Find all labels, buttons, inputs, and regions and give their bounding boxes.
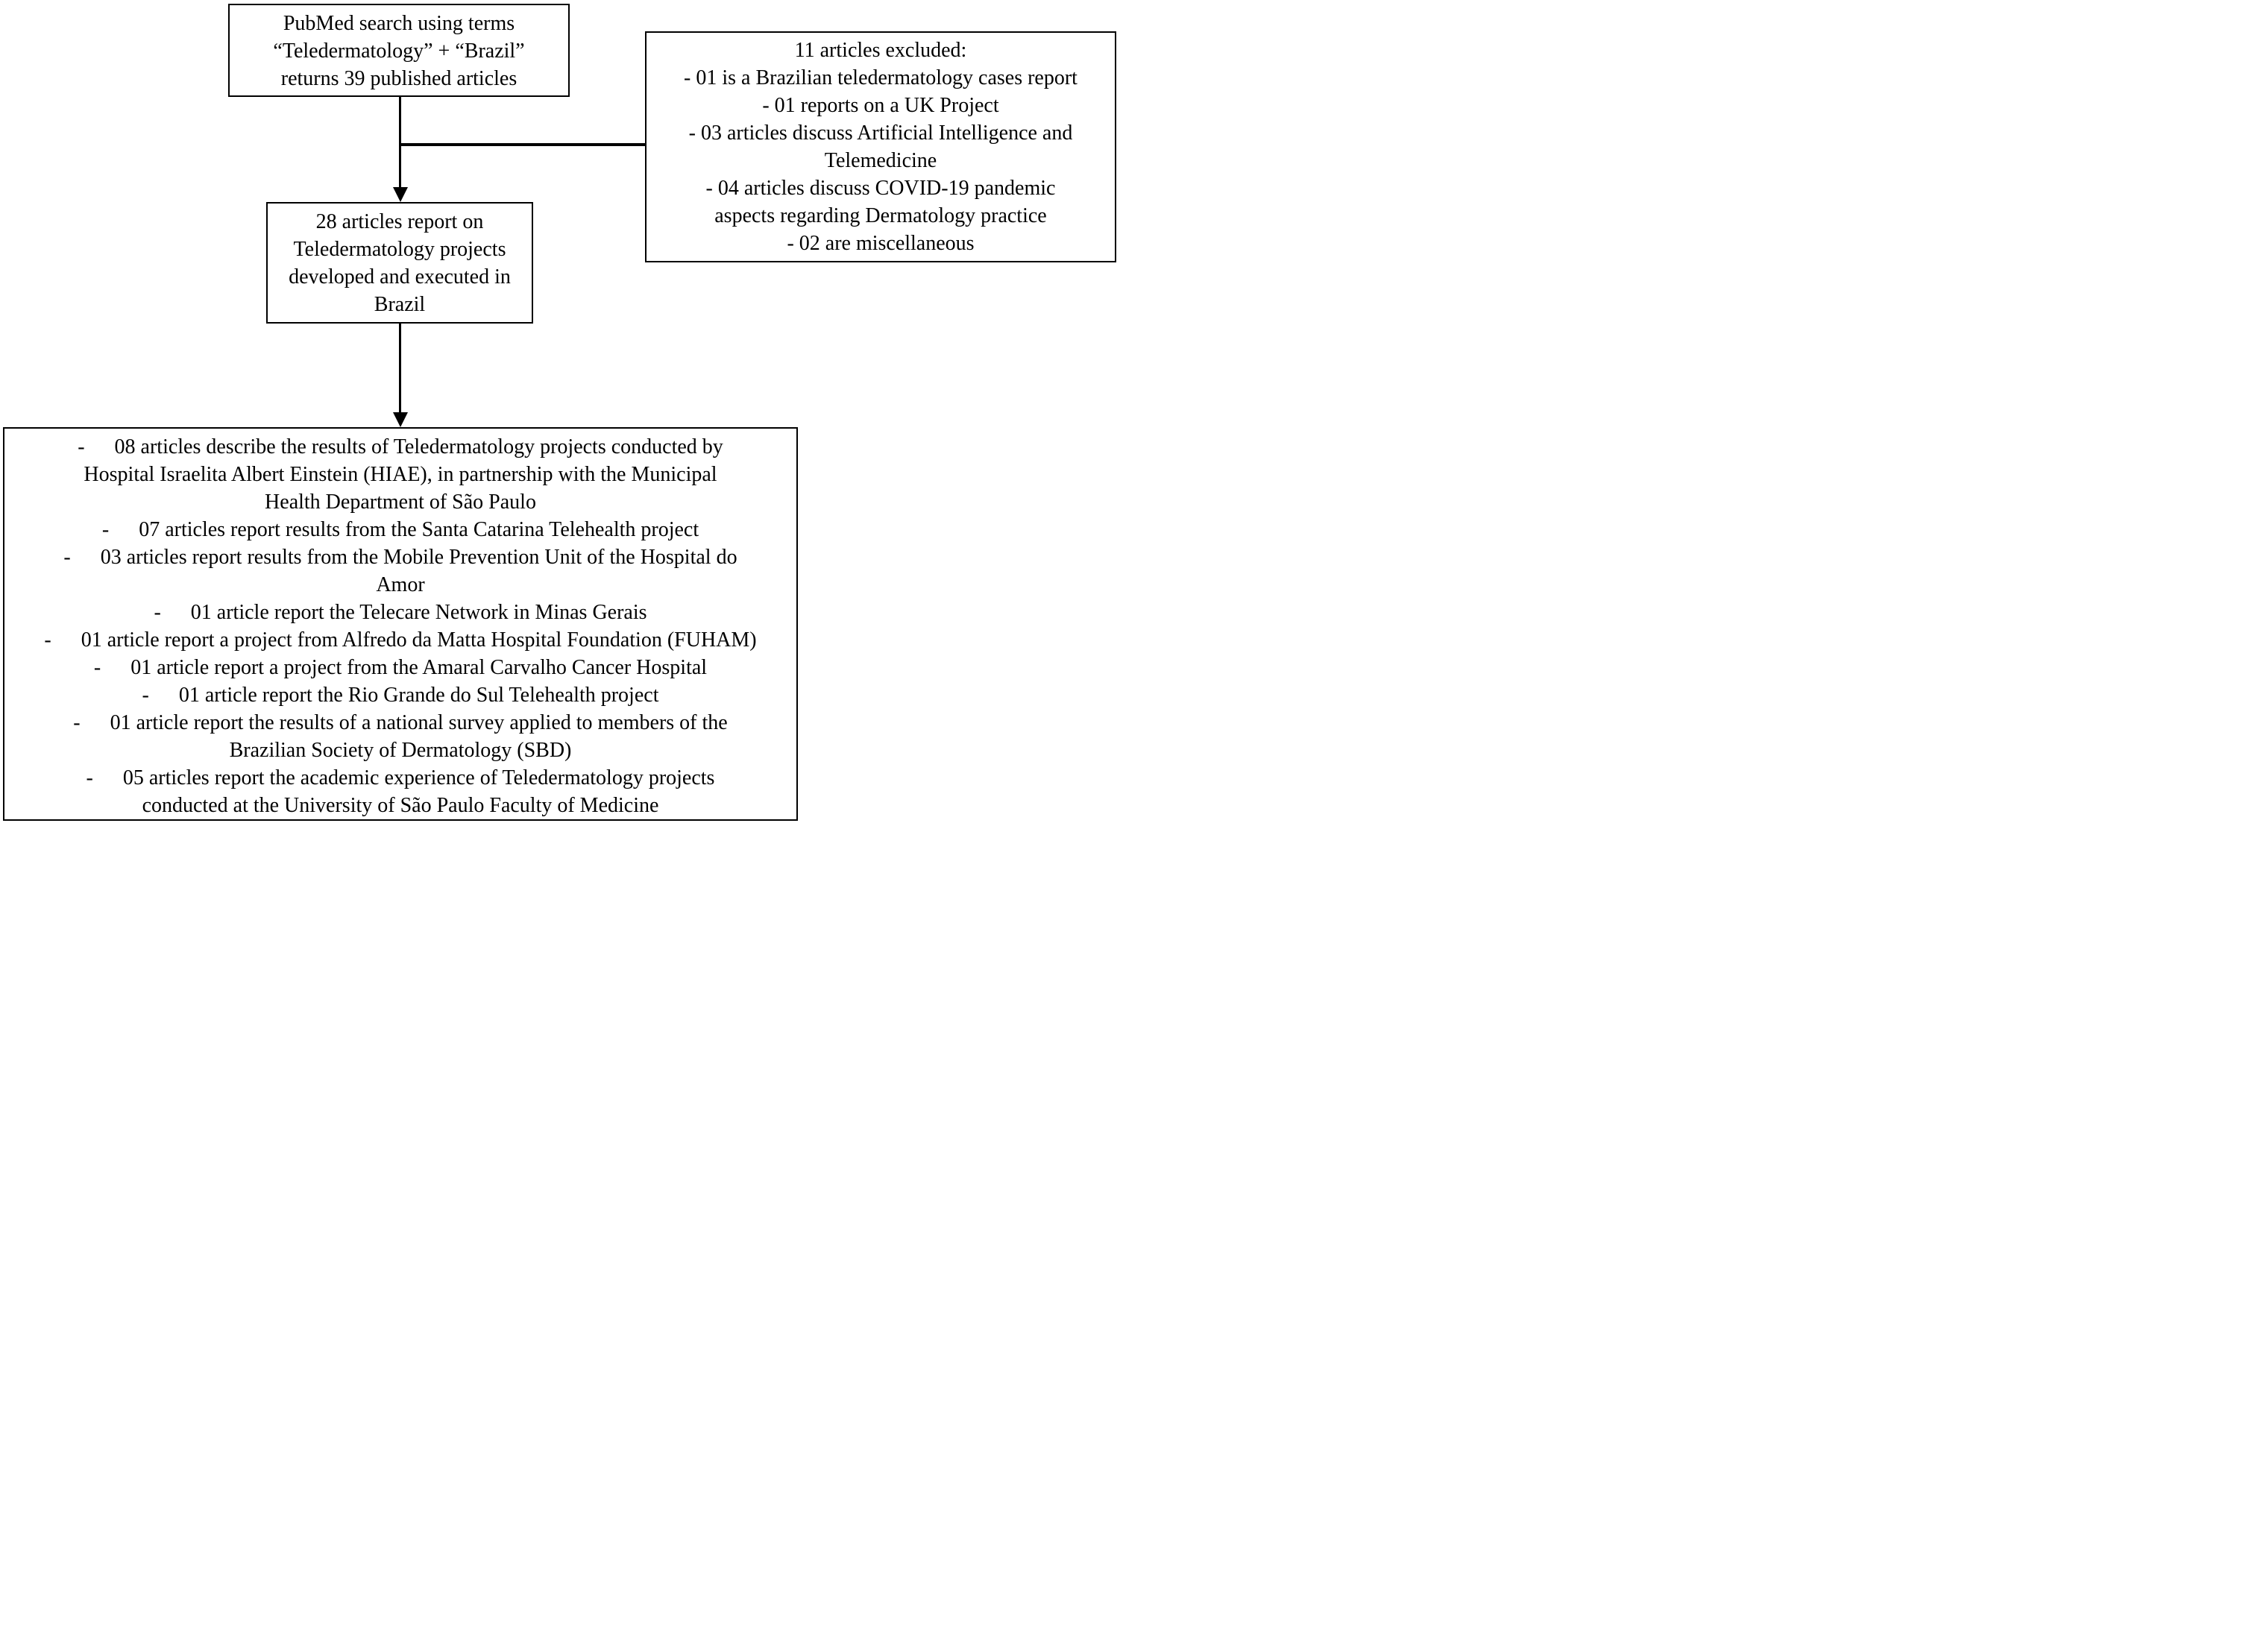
list-item: - 01 article report the Telecare Network … xyxy=(4,599,796,626)
text-line: “Teledermatology” + “Brazil” xyxy=(273,40,525,63)
text-line: - 02 are miscellaneous xyxy=(787,232,975,255)
text-line: - 07 articles report results from the San… xyxy=(4,516,796,543)
connector-vertical-bottom xyxy=(399,323,401,414)
text-line: PubMed search using terms xyxy=(283,12,515,35)
articles-breakdown-box: - 08 articles describe the results of Tel… xyxy=(3,427,798,821)
item-text: 03 articles report results from the Mobi… xyxy=(100,546,737,569)
list-item: - 01 article report the Rio Grande do Sul… xyxy=(4,681,796,709)
dash-bullet: - xyxy=(63,546,71,569)
text-line: - 05 articles report the academic experie… xyxy=(4,764,796,792)
arrow-down-icon xyxy=(393,412,408,427)
text-line: - 03 articles discuss Artificial Intelli… xyxy=(688,122,1073,145)
text-line: - 04 articles discuss COVID-19 pandemic xyxy=(705,177,1056,200)
text-line: Health Department of São Paulo xyxy=(265,491,536,514)
text-line: - 01 reports on a UK Project xyxy=(762,94,999,117)
item-text: 07 articles report results from the Sant… xyxy=(139,518,699,541)
excluded-articles-box: 11 articles excluded: - 01 is a Brazilia… xyxy=(645,31,1116,262)
excluded-title: 11 articles excluded: xyxy=(794,39,967,62)
dash-bullet: - xyxy=(93,656,101,679)
text-line: - 01 article report the Rio Grande do Sul… xyxy=(4,681,796,709)
text-line: Hospital Israelita Albert Einstein (HIAE… xyxy=(84,463,717,486)
text-line: 28 articles report on xyxy=(315,210,484,233)
flow-diagram: PubMed search using terms “Teledermatolo… xyxy=(0,0,1122,826)
text-line: developed and executed in xyxy=(289,265,511,289)
text-line: - 01 article report a project from Alfred… xyxy=(4,626,796,654)
dash-bullet: - xyxy=(73,711,81,734)
text-line: Teledermatology projects xyxy=(293,238,506,261)
text-line: Brazil xyxy=(374,293,426,316)
text-line: Amor xyxy=(376,573,425,596)
text-line: - 01 article report the Telecare Network … xyxy=(4,599,796,626)
text-line: - 01 is a Brazilian teledermatology case… xyxy=(684,66,1078,89)
connector-horizontal-to-excluded xyxy=(400,143,647,146)
item-text: 01 article report a project from the Ama… xyxy=(130,656,708,679)
text-line: conducted at the University of São Paulo… xyxy=(142,794,659,817)
item-text: 08 articles describe the results of Tele… xyxy=(114,435,723,458)
list-item: - 03 articles report results from the Mob… xyxy=(4,543,796,599)
text-line: Telemedicine xyxy=(824,149,937,172)
dash-bullet: - xyxy=(86,766,93,789)
dash-bullet: - xyxy=(142,684,149,707)
dash-bullet: - xyxy=(154,601,161,624)
text-line: returns 39 published articles xyxy=(280,67,518,90)
text-line: - 01 article report a project from the Am… xyxy=(4,654,796,681)
text-line: - 03 articles report results from the Mob… xyxy=(4,543,796,571)
item-text: 05 articles report the academic experien… xyxy=(122,766,715,789)
pubmed-search-box: PubMed search using terms “Teledermatolo… xyxy=(228,4,570,97)
item-text: 01 article report the Telecare Network i… xyxy=(190,601,647,624)
text-line: aspects regarding Dermatology practice xyxy=(714,204,1047,227)
list-item: - 01 article report a project from the Am… xyxy=(4,654,796,681)
item-text: 01 article report the results of a natio… xyxy=(110,711,728,734)
text-line: - 08 articles describe the results of Tel… xyxy=(4,433,796,461)
list-item: - 01 article report a project from Alfred… xyxy=(4,626,796,654)
text-line: - 01 article report the results of a nati… xyxy=(4,709,796,737)
list-item: - 05 articles report the academic experie… xyxy=(4,764,796,819)
dash-bullet: - xyxy=(101,518,110,541)
arrow-down-icon xyxy=(393,187,408,202)
list-item: - 08 articles describe the results of Tel… xyxy=(4,433,796,516)
list-item: - 01 article report the results of a nati… xyxy=(4,709,796,764)
list-item: - 07 articles report results from the San… xyxy=(4,516,796,543)
included-articles-box: 28 articles report on Teledermatology pr… xyxy=(266,202,533,324)
dash-bullet: - xyxy=(44,628,51,652)
dash-bullet: - xyxy=(78,435,85,458)
item-text: 01 article report a project from Alfredo… xyxy=(81,628,757,652)
connector-vertical-top xyxy=(399,96,401,189)
text-line: Brazilian Society of Dermatology (SBD) xyxy=(229,739,572,762)
item-text: 01 article report the Rio Grande do Sul … xyxy=(178,684,659,707)
